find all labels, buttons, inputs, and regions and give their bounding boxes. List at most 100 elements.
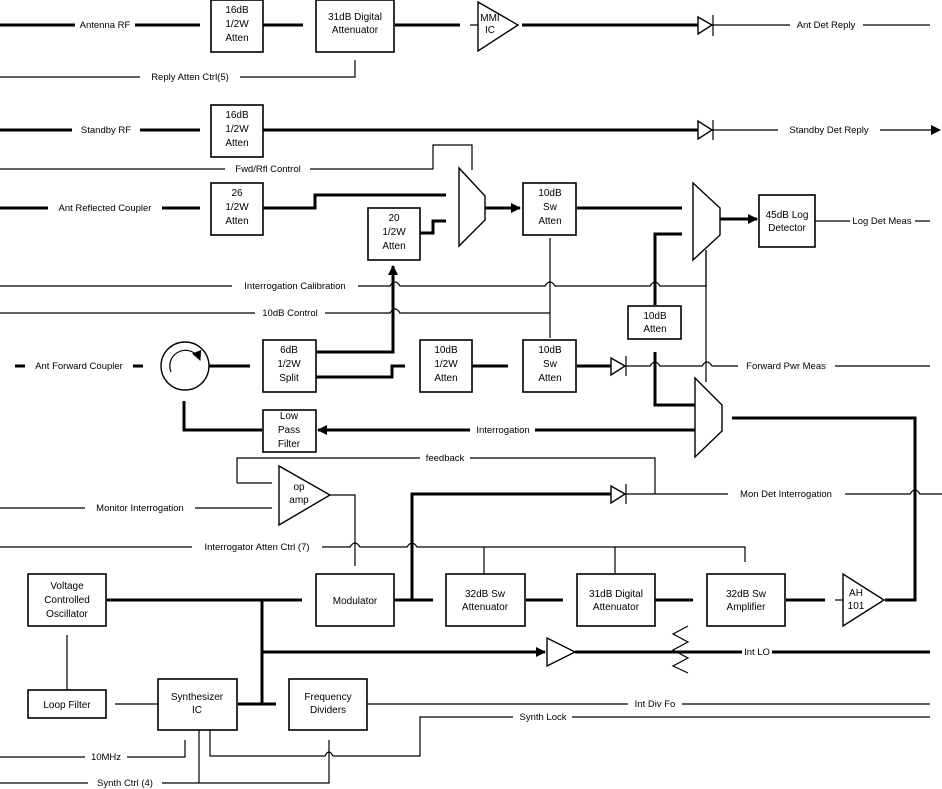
label-int-lo: Int LO bbox=[744, 647, 770, 658]
svg-text:Atten: Atten bbox=[643, 324, 666, 335]
label-mon-det-interrogation: Mon Det Interrogation bbox=[740, 489, 832, 500]
svg-text:Sw: Sw bbox=[543, 359, 558, 370]
svg-text:6dB: 6dB bbox=[280, 345, 298, 356]
wire-att26-mux bbox=[262, 193, 446, 210]
label-backdrop bbox=[743, 647, 771, 658]
block-45db-log-detector: 45dB Log Detector bbox=[758, 194, 816, 248]
block-low-pass-filter: Low Pass Filter bbox=[262, 409, 317, 453]
svg-text:1/2W: 1/2W bbox=[277, 359, 301, 370]
svg-text:Split: Split bbox=[279, 373, 299, 384]
block-frequency-dividers: Frequency Dividers bbox=[288, 678, 368, 731]
label-fwd-rfl-control: Fwd/Rfl Control bbox=[235, 164, 300, 175]
svg-text:Controlled: Controlled bbox=[44, 595, 90, 606]
label-backdrop bbox=[57, 203, 153, 214]
svg-text:16dB: 16dB bbox=[225, 5, 249, 16]
wire-modulator-diode bbox=[410, 492, 612, 600]
svg-text:1/2W: 1/2W bbox=[225, 202, 249, 213]
label-backdrop bbox=[96, 778, 154, 789]
wire-split-att20 bbox=[316, 265, 398, 354]
rf-switch-logdet-icon bbox=[692, 181, 721, 262]
svg-text:1/2W: 1/2W bbox=[382, 227, 406, 238]
wire-10db-control bbox=[0, 308, 550, 314]
wire-mon-det-interrogation bbox=[626, 489, 942, 495]
wire-feedback bbox=[236, 457, 656, 494]
label-backdrop bbox=[518, 712, 568, 723]
svg-text:Amplifier: Amplifier bbox=[727, 602, 767, 613]
wire-opamp-modulator bbox=[330, 494, 356, 566]
block-modulator: Modulator bbox=[315, 573, 395, 627]
opamp-label-2: amp bbox=[289, 495, 309, 506]
block-32db-sw-attenuator: 32dB Sw Attenuator bbox=[445, 573, 526, 627]
label-interrogator-atten-ctrl: Interrogator Atten Ctrl (7) bbox=[204, 542, 309, 553]
rf-switch-interrogation-icon bbox=[694, 376, 723, 459]
svg-text:1/2W: 1/2W bbox=[434, 359, 458, 370]
label-antenna-rf: Antenna RF bbox=[80, 20, 131, 31]
circulator-icon bbox=[160, 341, 210, 391]
label-feedback: feedback bbox=[426, 453, 465, 464]
svg-text:Modulator: Modulator bbox=[333, 596, 378, 607]
svg-text:45dB Log: 45dB Log bbox=[766, 210, 809, 221]
mmic-amplifier: MMI IC bbox=[470, 0, 520, 53]
svg-text:Synthesizer: Synthesizer bbox=[171, 692, 224, 703]
svg-text:Atten: Atten bbox=[538, 216, 561, 227]
label-backdrop bbox=[234, 164, 302, 175]
svg-text:10dB: 10dB bbox=[434, 345, 458, 356]
mmic-label-2: IC bbox=[485, 25, 495, 36]
svg-text:Frequency: Frequency bbox=[304, 692, 351, 703]
svg-text:IC: IC bbox=[192, 705, 202, 716]
op-amp: op amp bbox=[278, 464, 332, 527]
block-26-atten: 26 1/2W Atten bbox=[210, 182, 264, 236]
svg-text:Attenuator: Attenuator bbox=[593, 602, 640, 613]
svg-text:Filter: Filter bbox=[278, 439, 301, 450]
diode-ant-det-icon bbox=[697, 15, 714, 36]
svg-text:Attenuator: Attenuator bbox=[462, 602, 509, 613]
label-backdrop bbox=[851, 216, 913, 227]
svg-text:Voltage: Voltage bbox=[50, 581, 84, 592]
label-interrogation-calibration: Interrogation Calibration bbox=[244, 281, 345, 292]
svg-text:Sw: Sw bbox=[543, 202, 558, 213]
wire-interrogation-calibration bbox=[0, 250, 707, 287]
label-backdrop bbox=[150, 72, 230, 83]
block-31db-digital-attenuator: 31dB Digital Attenuator bbox=[576, 573, 656, 627]
lo-buffer-amp-icon bbox=[546, 636, 577, 668]
ah101-label-2: 101 bbox=[848, 601, 865, 612]
block-16db-atten-standby: 16dB 1/2W Atten bbox=[210, 104, 264, 158]
label-backdrop bbox=[475, 425, 531, 436]
wire-fwd-rfl-control bbox=[0, 144, 473, 170]
label-log-det-meas: Log Det Meas bbox=[852, 216, 911, 227]
svg-text:26: 26 bbox=[231, 188, 243, 199]
label-backdrop bbox=[34, 361, 124, 372]
diode-mon-det-icon bbox=[610, 484, 627, 505]
block-10db-half-watt-atten: 10dB 1/2W Atten bbox=[419, 339, 473, 393]
svg-text:32dB Sw: 32dB Sw bbox=[465, 589, 506, 600]
svg-text:1/2W: 1/2W bbox=[225, 19, 249, 30]
diode-standby-det-icon bbox=[697, 119, 714, 141]
label-synth-ctrl: Synth Ctrl (4) bbox=[97, 778, 153, 789]
svg-text:1/2W: 1/2W bbox=[225, 124, 249, 135]
wire-circ-lpf bbox=[182, 401, 262, 432]
label-backdrop bbox=[633, 699, 677, 710]
ah101-amplifier: AH 101 bbox=[842, 572, 886, 628]
block-10db-atten: 10dB Atten bbox=[627, 305, 682, 340]
svg-text:Atten: Atten bbox=[538, 373, 561, 384]
wire-ah101-mux3 bbox=[732, 416, 917, 602]
label-10mhz: 10MHz bbox=[91, 752, 121, 763]
svg-text:Detector: Detector bbox=[768, 223, 806, 234]
svg-text:10dB: 10dB bbox=[643, 311, 667, 322]
wire-split-att10 bbox=[316, 364, 405, 379]
wire-att10-mux3 bbox=[653, 352, 695, 407]
svg-text:10dB: 10dB bbox=[538, 345, 562, 356]
label-standby-det-reply: Standby Det Reply bbox=[789, 125, 868, 136]
wire-synth-ctrl bbox=[0, 730, 330, 784]
label-backdrop bbox=[745, 361, 828, 372]
rf-switch-fwd-rfl-icon bbox=[458, 166, 486, 248]
mmic-label-1: MMI bbox=[480, 13, 499, 24]
label-standby-rf: Standby RF bbox=[81, 125, 131, 136]
svg-text:Attenuator: Attenuator bbox=[332, 25, 379, 36]
block-20-atten: 20 1/2W Atten bbox=[367, 207, 421, 261]
block-32db-sw-amplifier: 32dB Sw Amplifier bbox=[706, 573, 786, 627]
svg-text:Atten: Atten bbox=[434, 373, 457, 384]
label-backdrop bbox=[243, 281, 347, 292]
label-backdrop bbox=[89, 752, 123, 763]
